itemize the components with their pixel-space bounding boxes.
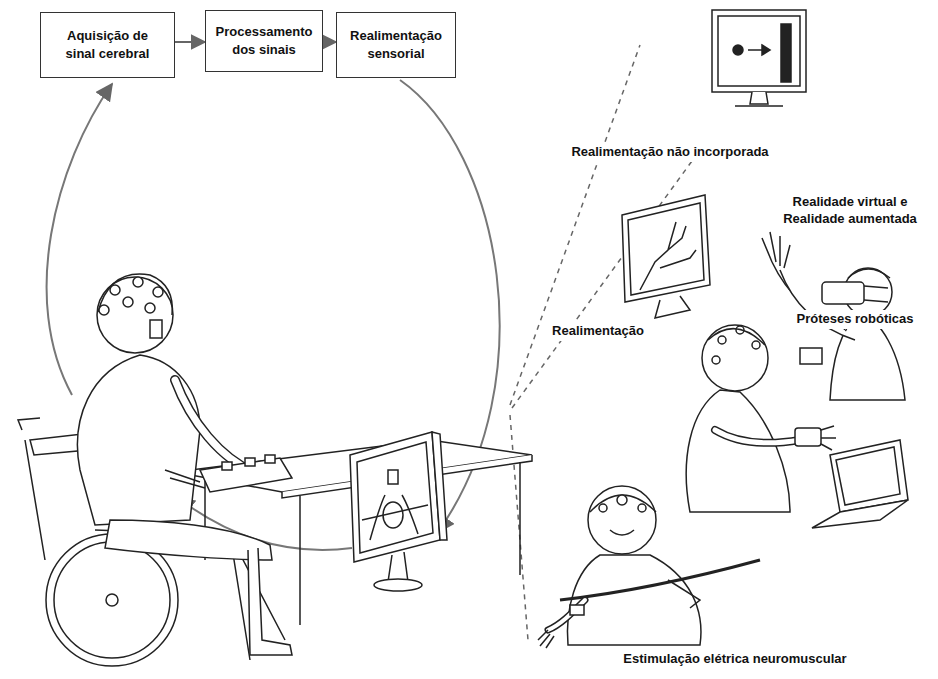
flow-arrow [323, 41, 336, 43]
virtual-hand-monitor [622, 195, 710, 318]
process-box: Processamento dos sinais [205, 10, 323, 72]
flow-arrow [175, 41, 205, 43]
feedback-label: Realimentação [543, 322, 653, 341]
feedback-label: Estimulação elétrica neuromuscular [605, 650, 865, 669]
dashed-leaders [510, 45, 700, 640]
box-text: Realimentação sensorial [347, 27, 445, 62]
process-box: Realimentação sensorial [336, 12, 456, 78]
nmes-person [538, 486, 760, 648]
prosthesis-person [686, 325, 908, 528]
feedback-label: Realimentação não incorporada [560, 143, 780, 162]
feedback-label: Próteses robóticas [785, 310, 925, 329]
box-text: Processamento dos sinais [216, 23, 313, 58]
abstract-feedback-monitor [712, 10, 806, 106]
main-monitor [350, 432, 447, 591]
box-text: Aquisição de sinal cerebral [51, 27, 164, 62]
feedback-label: Realidade virtual e Realidade aumentada [770, 193, 930, 229]
process-box: Aquisição de sinal cerebral [40, 12, 175, 78]
wheelchair-user [18, 274, 292, 666]
